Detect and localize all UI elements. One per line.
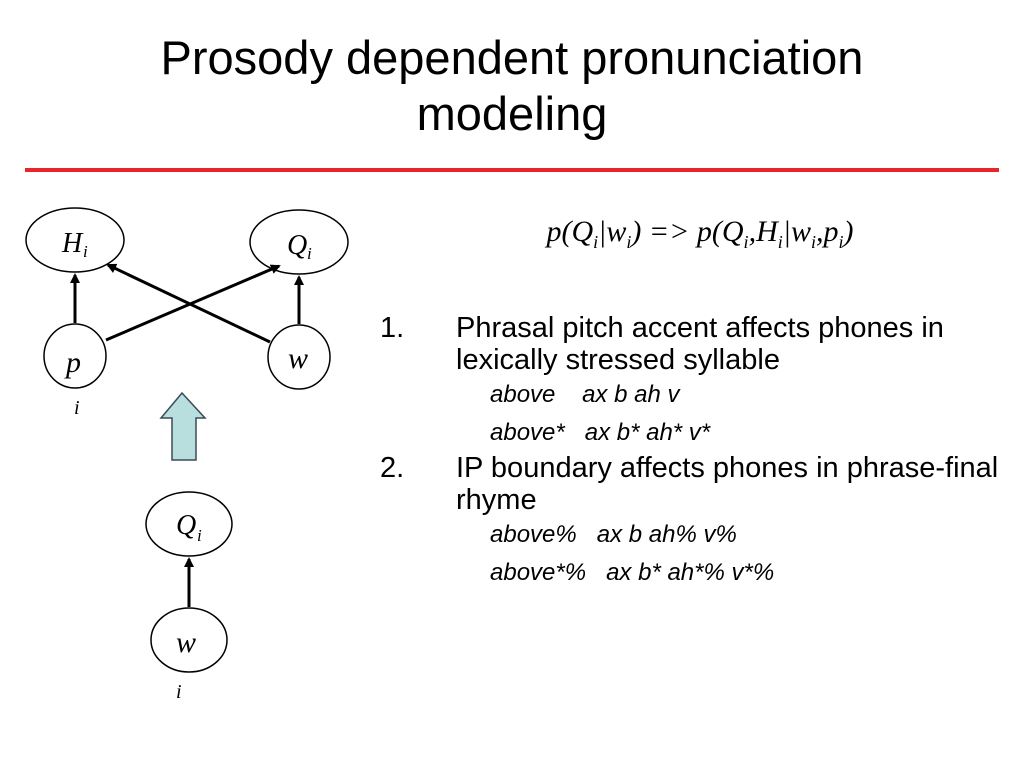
probability-formula: p(Qi|wi) => p(Qi,Hi|wi,pi) [546,215,854,252]
label-p-sub: i [74,397,80,419]
node-p [43,323,107,389]
label-w-bottom: w [176,626,196,659]
list-number: 1. [380,312,405,344]
label-H-sub: i [83,242,88,261]
title-line-1: Prosody dependent pronunciation [160,31,864,84]
list-item-text: Phrasal pitch accent affects phones in l… [456,312,944,376]
list-item: 1. Phrasal pitch accent affects phones i… [380,312,1000,376]
example-line: above ax b ah v [490,381,680,408]
example-line: above* ax b* ah* v* [490,419,711,446]
label-w-bottom-sub: i [176,681,182,703]
list-item: 2. IP boundary affects phones in phrase-… [380,452,1000,516]
label-Q-bottom-sub: i [197,526,202,545]
label-p: p [64,346,81,379]
label-Q: Q [287,230,307,261]
list-number: 2. [380,452,405,484]
edge-p-Q [105,264,281,342]
list-item-text: IP boundary affects phones in phrase-fin… [456,452,999,516]
transition-up-arrow [159,391,207,461]
effects-list: 1. Phrasal pitch accent affects phones i… [380,312,1000,592]
example-line: above*% ax b* ah*% v*% [490,559,775,586]
label-w: w [288,342,308,375]
label-Q-sub: i [307,244,312,263]
edge-w-H [106,263,271,344]
example-line: above% ax b ah% v% [490,521,737,548]
slide-title: Prosody dependent pronunciation modeling [0,30,1024,142]
node-H [25,207,125,273]
node-w-bottom [150,607,228,673]
label-Q-bottom: Q [176,510,196,541]
node-w [267,324,331,390]
title-line-2: modeling [416,87,608,140]
node-Q-bottom [145,491,233,557]
node-Q [249,209,349,275]
label-H: H [61,228,84,259]
title-divider [25,168,999,172]
